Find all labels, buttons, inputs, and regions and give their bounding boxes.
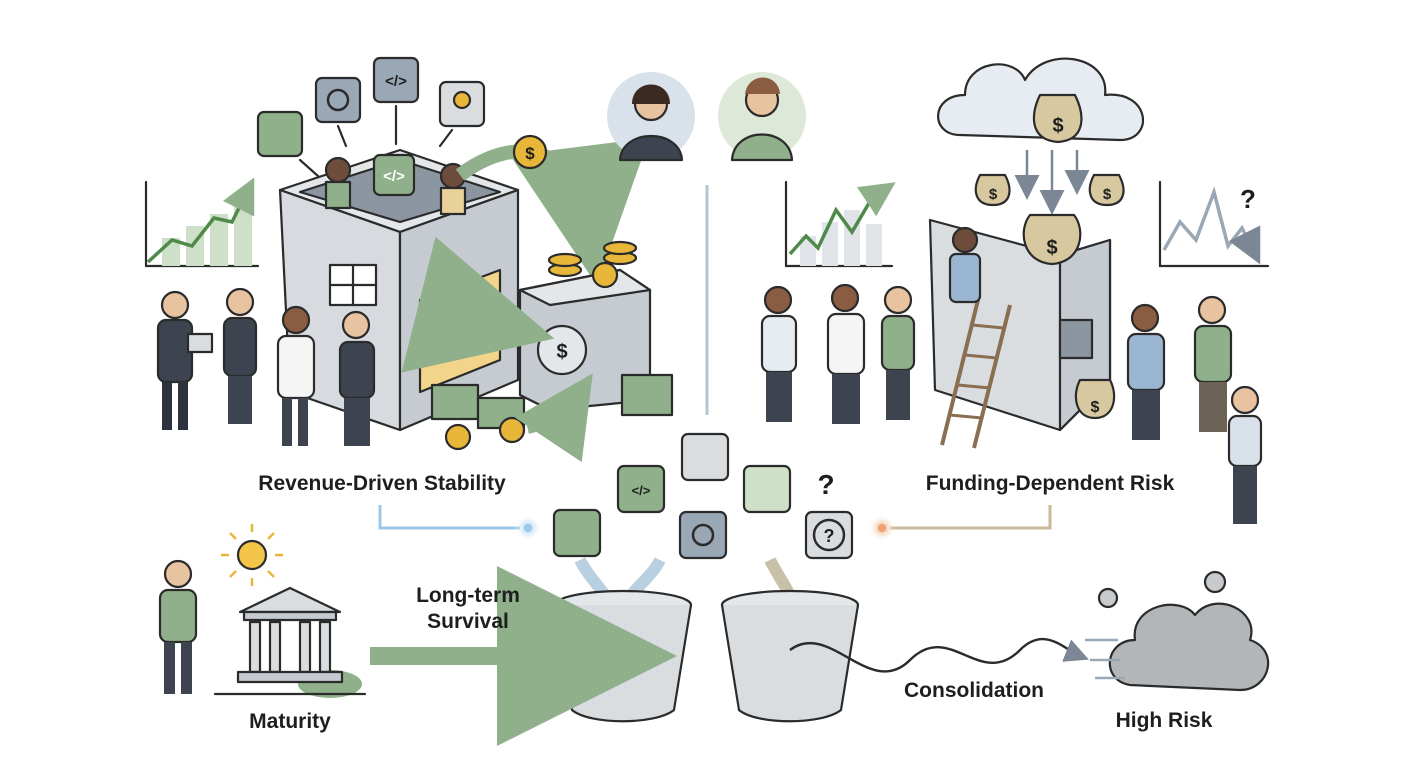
moneybag-dollar-icon: $ [1091,399,1100,416]
business-team-left [156,287,376,446]
falling-chart-right: ? [1158,180,1270,268]
startup-team-right [760,226,1263,524]
moneybag-dollar-icon: $ [1052,115,1063,137]
question-mark-icon: ? [1240,184,1256,214]
consolidation-label: Consolidation [904,679,1044,702]
survival-label: Survival [427,610,509,633]
gear-icon [678,510,728,560]
safe-dollar-icon: $ [556,341,567,363]
question-mark-icon: ? [817,469,834,500]
connector-right [890,505,1052,530]
package-icon [256,110,304,158]
code-icon: </> [385,73,407,90]
funding-cloud: $ $ $ [937,57,1145,215]
institution-building-icon [213,586,367,698]
package-icon [552,508,602,558]
gear-icon [314,76,362,124]
coin-icon [512,134,548,170]
sun-icon [221,524,283,586]
avatar-man [718,72,806,162]
growth-chart-left [144,177,260,268]
funding-dependent-label: Funding-Dependent Risk [926,472,1175,495]
moneybag-dollar-icon: $ [1103,186,1112,203]
connector-left [378,505,520,530]
volatile-chart-mid [784,180,896,268]
moneybag-dollar-icon: $ [1046,237,1057,259]
high-risk-label: High Risk [1116,709,1213,732]
question-circle-icon: ? [824,526,835,546]
tech-icons-left: </> [256,56,486,178]
smoke-cloud-icon [1085,570,1270,692]
consolidation-arrow [789,637,1089,673]
avatar-woman [607,72,695,162]
code-box-icon: </> [632,483,651,498]
moneybag-dollar-icon: $ [989,186,998,203]
bucket-right [720,589,860,723]
revenue-building: </> [278,148,520,432]
code-icon: </> [383,168,405,185]
product-icons-center: </> ? ? [552,432,854,560]
team-code-icon [742,464,792,514]
coin-symbol: $ [525,144,535,163]
thinking-man [158,559,198,694]
long-term-label: Long-term [416,584,520,607]
developer-icon [680,432,730,482]
revenue-driven-label: Revenue-Driven Stability [258,472,506,495]
maturity-label: Maturity [249,710,331,733]
